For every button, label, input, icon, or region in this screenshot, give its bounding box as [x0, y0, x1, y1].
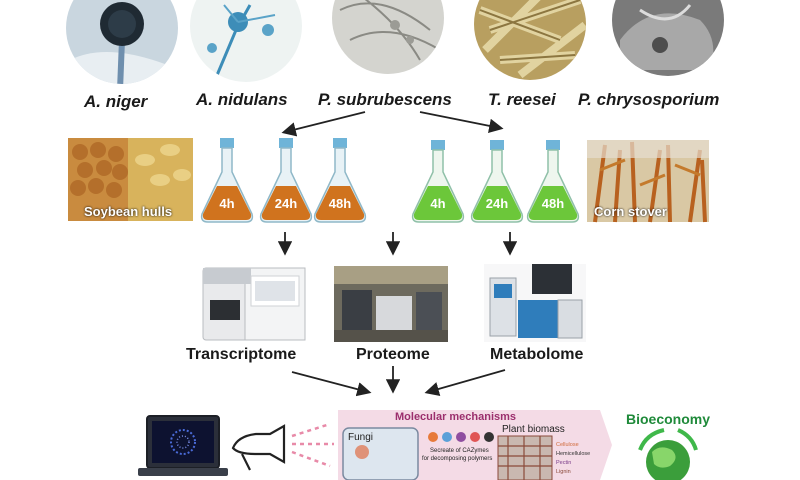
flask-label-green-24h: 24h: [486, 196, 508, 211]
species-label-a-nidulans: A. nidulans: [196, 90, 288, 109]
flask-green-24h: [470, 140, 524, 223]
flask-label-green-48h: 48h: [542, 196, 564, 211]
substrate-label-corn: Corn stover: [594, 204, 667, 219]
arrow-to-corn: [419, 111, 504, 133]
lcms-image: [484, 264, 586, 342]
fungi-label: Fungi: [348, 432, 373, 443]
arrow-to-soybean: [281, 111, 366, 137]
mechanisms-title: Molecular mechanisms: [395, 411, 516, 423]
species-label-p-subrubescens: P. subrubescens: [318, 90, 452, 109]
scan-beam: [291, 422, 334, 468]
mass-spec-image: [334, 266, 448, 342]
species-label-p-chrysosporium: P. chrysosporium: [578, 90, 720, 109]
flask-orange-24h: [259, 138, 313, 223]
cazyme-icons: [428, 432, 494, 442]
flask-orange-4h: [200, 138, 254, 223]
sequencer-image: [202, 267, 306, 341]
component-pectin: Pectin: [556, 460, 571, 466]
mechanisms-panel: [338, 410, 612, 480]
bioeconomy-label: Bioeconomy: [626, 411, 710, 427]
component-cellulose: Cellulose: [556, 442, 579, 448]
omics-label-transcriptome: Transcriptome: [186, 346, 297, 363]
flask-label-orange-24h: 24h: [275, 196, 297, 211]
cazymes-label: Secreate of CAZymes: [430, 448, 489, 454]
arrow-converge-right: [424, 369, 506, 396]
species-label-a-niger: A. niger: [84, 92, 148, 111]
flask-label-orange-48h: 48h: [329, 196, 351, 211]
cazymes-label-2: for decomposing polymers: [422, 456, 492, 462]
omics-label-metabolome: Metabolome: [490, 346, 584, 363]
flask-orange-48h: [313, 138, 367, 223]
species-images: [66, 0, 724, 84]
flask-label-orange-4h: 4h: [219, 196, 234, 211]
globe-icon: [638, 428, 698, 480]
component-hemicellulose: Hemicellulose: [556, 451, 590, 457]
corn-stover-image: [587, 140, 709, 223]
soybean-hulls-image: [68, 138, 193, 221]
scanner-icon: [231, 424, 286, 471]
omics-label-proteome: Proteome: [356, 346, 430, 363]
laptop-icon: [138, 415, 228, 476]
flask-green-48h: [526, 140, 580, 223]
substrate-label-soybean: Soybean hulls: [84, 204, 173, 219]
arrow-converge-left: [291, 371, 372, 397]
flask-green-4h: [411, 140, 465, 223]
species-label-t-reesei: T. reesei: [488, 90, 556, 109]
flask-label-green-4h: 4h: [430, 196, 445, 211]
component-lignin: Lignin: [556, 469, 571, 475]
plant-biomass-label: Plant biomass: [502, 424, 565, 435]
